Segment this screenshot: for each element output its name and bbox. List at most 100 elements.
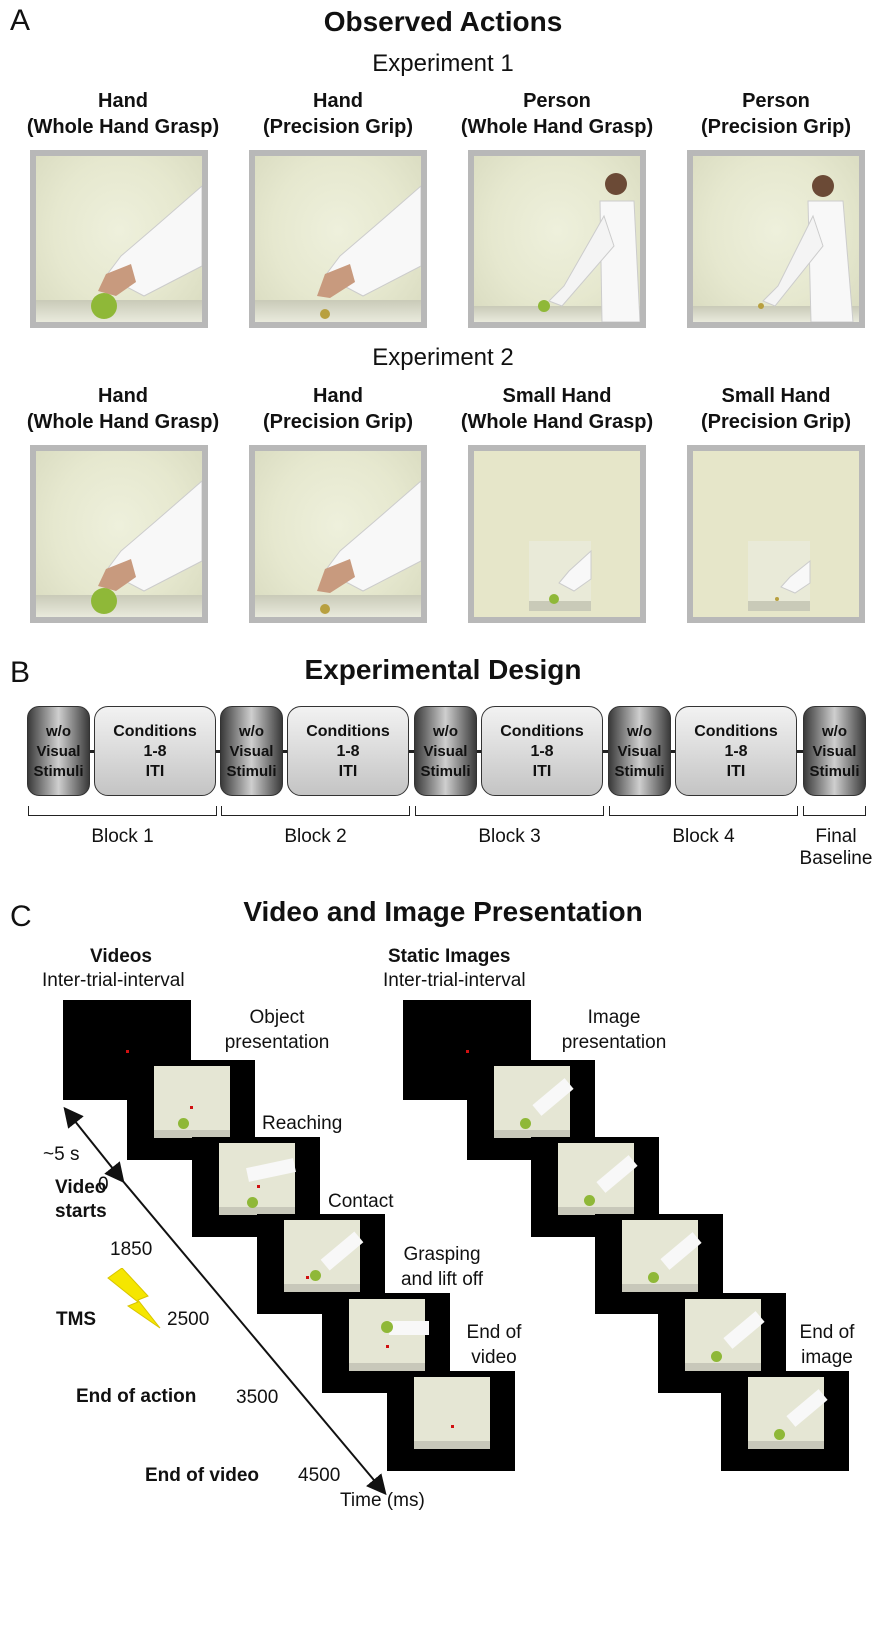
step-end-image-line1: End of xyxy=(799,1322,855,1343)
step-end-video-line2: video xyxy=(471,1347,517,1368)
baseline-block-3: w/o Visual Stimuli xyxy=(414,706,477,796)
time-3500-label: 3500 xyxy=(236,1387,279,1408)
exp1-person-precision-grip-image xyxy=(687,150,865,328)
exp1-hand-whole-grasp-image xyxy=(30,150,208,328)
final-baseline-line1: Final xyxy=(815,826,857,847)
step-image-line1: Image xyxy=(587,1007,641,1028)
block-4-label: Block 4 xyxy=(672,826,735,847)
condition-block-4: Conditions 1-8 ITI xyxy=(675,706,797,796)
step-grasping-line2: and lift off xyxy=(400,1269,484,1290)
step-end-image-line2: image xyxy=(801,1347,853,1368)
time-0-label: 0 xyxy=(98,1174,109,1195)
block-2-brace xyxy=(221,806,410,816)
exp2-col1-line1: Hand xyxy=(98,385,148,407)
exp1-col1-label: Hand (Whole Hand Grasp) xyxy=(8,88,238,140)
step-contact: Contact xyxy=(328,1191,394,1212)
condition-block-2-line3: ITI xyxy=(338,763,358,780)
exp2-col2-line2: (Precision Grip) xyxy=(262,411,414,433)
final-baseline-brace xyxy=(803,806,866,816)
condition-block-1-line1: Conditions xyxy=(113,723,197,740)
condition-block-1: Conditions 1-8 ITI xyxy=(94,706,216,796)
baseline-block-2-line2: Visual xyxy=(229,743,274,760)
baseline-block-3-line3: Stimuli xyxy=(420,763,471,780)
baseline-block-final-line2: Visual xyxy=(812,743,857,760)
experiment-2-title: Experiment 2 xyxy=(372,344,514,371)
static-heading: Static Images xyxy=(388,946,511,967)
exp2-col2-label: Hand (Precision Grip) xyxy=(223,383,453,435)
step-object-line1: Object xyxy=(249,1007,305,1028)
exp1-col3-line2: (Whole Hand Grasp) xyxy=(460,116,654,138)
condition-block-2-line1: Conditions xyxy=(306,723,390,740)
condition-block-2: Conditions 1-8 ITI xyxy=(287,706,409,796)
exp1-col2-label: Hand (Precision Grip) xyxy=(223,88,453,140)
exp2-col3-label: Small Hand (Whole Hand Grasp) xyxy=(442,383,672,435)
baseline-block-2-line3: Stimuli xyxy=(226,763,277,780)
exp2-small-hand-whole-grasp-image xyxy=(468,445,646,623)
block-1-brace xyxy=(28,806,217,816)
exp2-col3-line2: (Whole Hand Grasp) xyxy=(460,411,654,433)
exp2-col4-label: Small Hand (Precision Grip) xyxy=(661,383,886,435)
final-baseline-label: Final Baseline xyxy=(790,826,882,870)
final-baseline-line2: Baseline xyxy=(799,848,873,869)
condition-block-1-line3: ITI xyxy=(145,763,165,780)
exp1-col3-line1: Person xyxy=(523,90,591,112)
exp1-col1-line2: (Whole Hand Grasp) xyxy=(26,116,220,138)
baseline-block-3-line2: Visual xyxy=(423,743,468,760)
step-object-presentation: Object presentation xyxy=(218,1005,336,1055)
block-3-brace xyxy=(415,806,604,816)
condition-block-2-line2: 1-8 xyxy=(336,743,360,760)
static-iti-label: Inter-trial-interval xyxy=(383,970,526,991)
exp1-col2-line2: (Precision Grip) xyxy=(262,116,414,138)
step-grasping: Grasping and lift off xyxy=(388,1242,496,1292)
baseline-block-final-line3: Stimuli xyxy=(809,763,860,780)
panel-c-title: Video and Image Presentation xyxy=(243,896,643,927)
baseline-block-final-line1: w/o xyxy=(822,723,847,740)
exp1-col4-line1: Person xyxy=(742,90,810,112)
experiment-1-title: Experiment 1 xyxy=(372,50,514,77)
exp1-hand-precision-grip-image xyxy=(249,150,427,328)
static-frame-image-end xyxy=(721,1371,849,1471)
tms-pulse-icon xyxy=(107,1268,161,1329)
end-of-video-label: End of video xyxy=(145,1465,259,1486)
step-end-of-video: End of video xyxy=(455,1320,533,1370)
exp2-col1-label: Hand (Whole Hand Grasp) xyxy=(8,383,238,435)
panel-c-letter: C xyxy=(10,900,32,933)
step-grasping-line1: Grasping xyxy=(403,1244,481,1265)
condition-block-3-line1: Conditions xyxy=(500,723,584,740)
baseline-block-4-line1: w/o xyxy=(627,723,652,740)
baseline-block-3-line1: w/o xyxy=(433,723,458,740)
exp2-hand-precision-grip-image xyxy=(249,445,427,623)
iti-duration-label: ~5 s xyxy=(43,1144,80,1165)
baseline-block-final: w/o Visual Stimuli xyxy=(803,706,866,796)
panel-b-letter: B xyxy=(10,656,31,689)
baseline-block-2-line1: w/o xyxy=(239,723,264,740)
panel-b-title: Experimental Design xyxy=(304,654,582,685)
exp1-col4-line2: (Precision Grip) xyxy=(700,116,852,138)
step-image-presentation: Image presentation xyxy=(555,1005,673,1055)
video-starts-line1: Video xyxy=(55,1177,107,1198)
condition-block-4-line3: ITI xyxy=(726,763,746,780)
panel-a-title: Observed Actions xyxy=(323,6,563,37)
exp1-col3-label: Person (Whole Hand Grasp) xyxy=(442,88,672,140)
time-2500-label: 2500 xyxy=(167,1309,210,1330)
exp2-col2-line1: Hand xyxy=(313,385,363,407)
video-starts-label: Video starts xyxy=(55,1176,107,1224)
tms-label: TMS xyxy=(56,1309,97,1330)
step-reaching: Reaching xyxy=(262,1113,343,1134)
videos-iti-label: Inter-trial-interval xyxy=(42,970,185,991)
block-2-label: Block 2 xyxy=(284,826,347,847)
condition-block-3: Conditions 1-8 ITI xyxy=(481,706,603,796)
condition-block-4-line2: 1-8 xyxy=(724,743,748,760)
baseline-block-4-line3: Stimuli xyxy=(614,763,665,780)
block-4-brace xyxy=(609,806,798,816)
step-image-line2: presentation xyxy=(561,1032,667,1053)
condition-block-1-line2: 1-8 xyxy=(143,743,167,760)
exp2-col3-line1: Small Hand xyxy=(502,385,612,407)
time-axis-label: Time (ms) xyxy=(340,1490,425,1511)
baseline-block-4: w/o Visual Stimuli xyxy=(608,706,671,796)
baseline-block-4-line2: Visual xyxy=(617,743,662,760)
exp1-col2-line1: Hand xyxy=(313,90,363,112)
exp2-col4-line1: Small Hand xyxy=(721,385,831,407)
step-end-of-image: End of image xyxy=(788,1320,866,1370)
tms-lightning-icon xyxy=(104,1572,164,1638)
